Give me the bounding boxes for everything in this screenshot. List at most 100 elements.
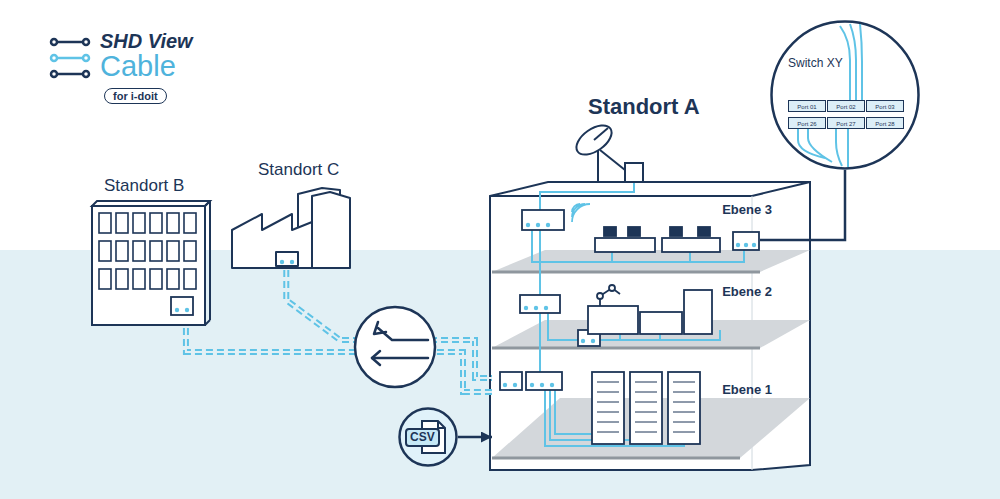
transfer-symbol xyxy=(355,307,435,387)
floor-3-equipment xyxy=(662,238,720,252)
roof-equipment xyxy=(594,128,608,140)
floor-3-equipment xyxy=(698,227,710,236)
window-grid xyxy=(116,241,128,261)
building-b-drawing xyxy=(205,320,210,325)
floor-2-equipment xyxy=(684,290,712,334)
building-b-drawing xyxy=(92,206,205,325)
building-a-drawing xyxy=(490,182,810,196)
port-dots xyxy=(290,260,294,264)
port-dots xyxy=(534,306,538,310)
port-label: Port 26 xyxy=(789,118,825,130)
port-dots xyxy=(175,308,179,312)
floor-2-equipment xyxy=(597,293,603,299)
floor-2-equipment xyxy=(520,285,712,346)
roof-equipment xyxy=(571,120,643,182)
window-grid xyxy=(184,269,196,289)
floor-label: Ebene 1 xyxy=(492,382,772,397)
port-dots xyxy=(524,306,528,310)
port-dots xyxy=(503,383,507,387)
switch-cables xyxy=(798,24,862,167)
rack-slots xyxy=(635,432,657,433)
port-label: Port 01 xyxy=(789,101,825,113)
port-dots xyxy=(752,243,756,247)
logo-name: SHD View xyxy=(100,30,193,53)
document-icon xyxy=(438,421,445,428)
port-dots xyxy=(185,308,189,312)
site-device xyxy=(171,297,193,315)
floor-plates xyxy=(492,457,740,460)
switch-cable xyxy=(860,24,862,100)
factory-c-drawing xyxy=(232,188,350,268)
port-dots xyxy=(513,383,517,387)
transfer-symbol xyxy=(374,322,386,334)
rack-slots xyxy=(597,422,619,423)
rack-slots xyxy=(673,432,695,433)
logo-icon xyxy=(83,39,89,45)
floor-3-equipment xyxy=(628,227,640,236)
port-label: Port 03 xyxy=(867,101,903,113)
factory-c-drawing xyxy=(312,192,350,268)
node-label: CSV xyxy=(405,428,440,447)
logo-icon xyxy=(54,41,84,44)
port-box: Port 27 xyxy=(827,117,865,129)
window-grid xyxy=(133,241,145,261)
transfer-symbol xyxy=(378,328,428,340)
floor-3-equipment xyxy=(572,204,590,222)
logo-icon xyxy=(83,55,89,61)
roof-equipment xyxy=(597,150,599,182)
window-grid xyxy=(133,269,145,289)
logo-icon xyxy=(51,71,57,77)
logo-icon xyxy=(51,39,57,45)
switch-cable xyxy=(808,129,832,162)
window-grid xyxy=(150,213,162,233)
data-link xyxy=(458,437,492,438)
rack-slots xyxy=(673,412,695,413)
floor-label: Ebene 3 xyxy=(492,202,772,217)
rack-slots xyxy=(673,402,695,403)
switch-callout-outline xyxy=(770,20,920,170)
floor-plates xyxy=(492,271,760,274)
port-dots xyxy=(544,306,548,310)
port-dots xyxy=(546,223,550,227)
floor-1-equipment xyxy=(630,372,662,444)
port-dots xyxy=(736,243,740,247)
window-grid xyxy=(116,269,128,289)
port-label: Port 27 xyxy=(828,118,864,130)
network-cables xyxy=(760,239,810,242)
logo-icon xyxy=(54,73,84,76)
floor-level: Ebene 1 xyxy=(492,360,810,470)
transfer-symbol xyxy=(372,351,380,365)
building-b-drawing xyxy=(209,201,211,320)
roof-equipment xyxy=(571,120,616,161)
building-a-drawing xyxy=(490,182,810,470)
rack-slots xyxy=(635,412,657,413)
rack-slots xyxy=(635,402,657,403)
window-grid xyxy=(116,213,128,233)
roof-equipment xyxy=(625,163,643,182)
data-link xyxy=(810,170,845,240)
port-dots xyxy=(744,243,748,247)
site-factory: Standort C xyxy=(228,158,352,270)
site-building: Standort AEbene 3Ebene 2Ebene 1 xyxy=(488,88,813,473)
window-grid xyxy=(99,213,196,289)
logo-badge: for i-doit xyxy=(104,88,167,104)
node-label: Standort C xyxy=(258,160,352,180)
floor-3-equipment xyxy=(522,210,564,230)
link-line xyxy=(458,436,492,439)
rack-slots xyxy=(635,422,657,423)
rack-slots xyxy=(597,412,619,413)
port-box: Port 03 xyxy=(866,100,904,112)
window-grid xyxy=(99,213,111,233)
window-grid xyxy=(99,269,111,289)
floor-2-equipment xyxy=(609,285,615,291)
window-grid xyxy=(167,241,179,261)
logo-icon xyxy=(54,57,84,60)
network-cables xyxy=(689,252,691,262)
port-dots xyxy=(540,383,544,387)
roof-equipment xyxy=(600,150,625,170)
floor-2-equipment xyxy=(640,312,682,334)
window-grid xyxy=(150,269,162,289)
floor-level: Ebene 2 xyxy=(492,262,810,356)
